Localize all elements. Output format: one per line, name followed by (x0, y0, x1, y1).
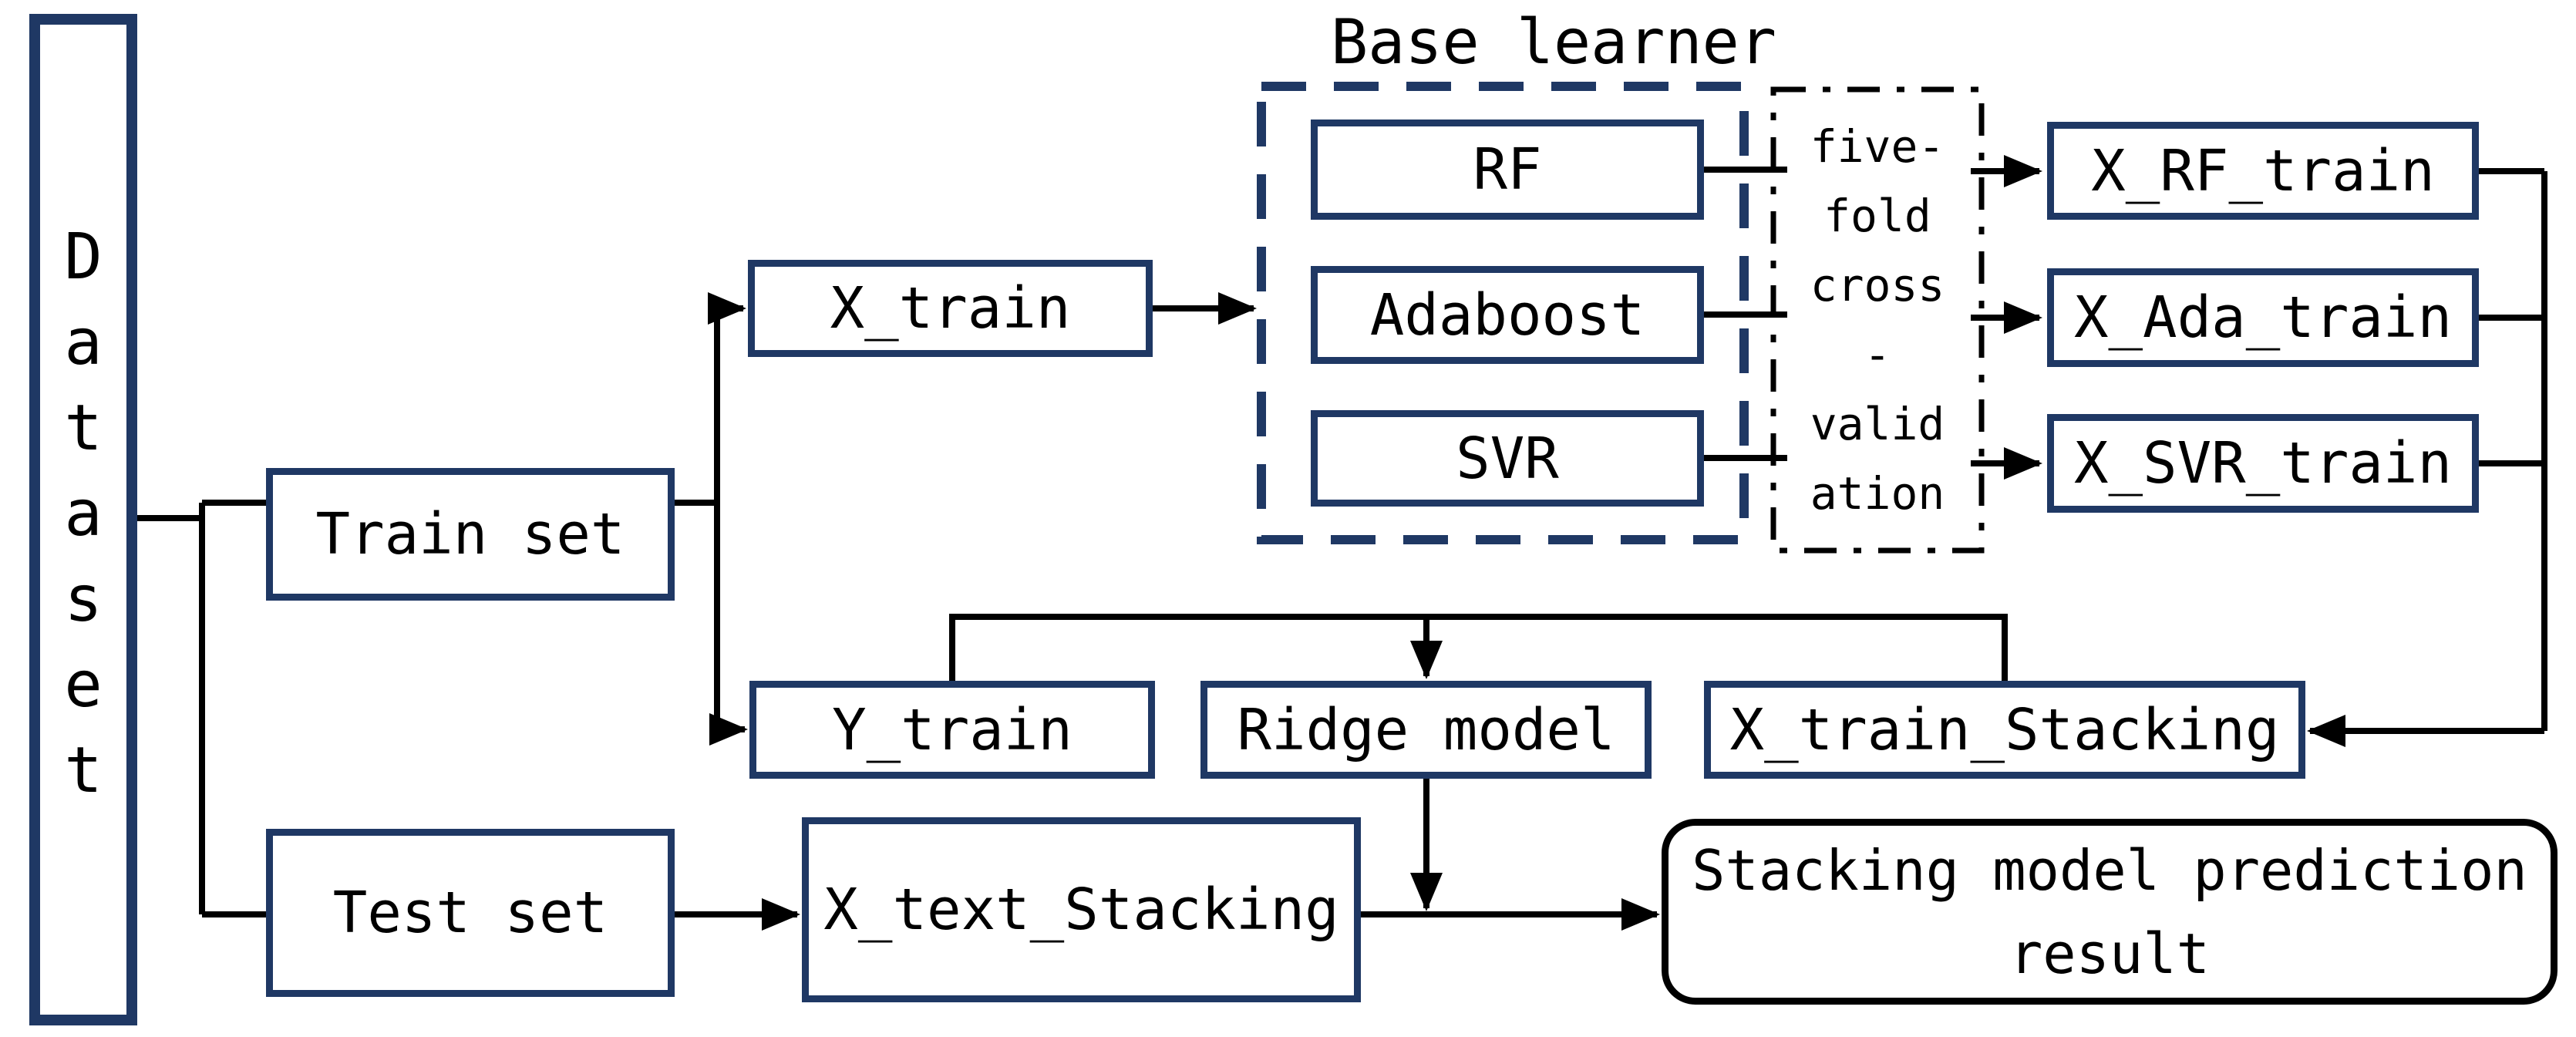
node-train-set: Train set (266, 468, 675, 601)
node-x-rf-train: X_RF_train (2047, 122, 2479, 220)
node-test-set: Test set (266, 829, 675, 997)
node-adaboost: Adaboost (1311, 266, 1704, 364)
node-x-text-stacking: X_text_Stacking (802, 817, 1361, 1002)
node-train-set-label: Train set (315, 501, 625, 567)
node-x-ada-train-label: X_Ada_train (2073, 285, 2453, 351)
node-x-rf-train-label: X_RF_train (2091, 137, 2435, 204)
node-ridge-model: Ridge model (1200, 681, 1652, 779)
node-stacking-result-label: Stacking model prediction result (1692, 837, 2527, 986)
cross-validation-dashdot-box (1770, 86, 1985, 554)
node-x-train-stacking: X_train_Stacking (1704, 681, 2305, 779)
node-x-svr-train: X_SVR_train (2047, 414, 2479, 513)
cross-validation-note: five- fold cross - valid ation (1773, 89, 1982, 550)
node-y-train: Y_train (749, 681, 1155, 779)
base-learner-group-label: Base learner (1331, 6, 1776, 78)
node-adaboost-label: Adaboost (1369, 281, 1645, 348)
edge-top-bus (949, 614, 2008, 681)
node-rf-label: RF (1473, 136, 1542, 203)
node-svr: SVR (1311, 410, 1704, 507)
node-x-train-stacking-label: X_train_Stacking (1729, 696, 2280, 763)
node-svr-label: SVR (1456, 425, 1559, 492)
node-x-train-label: X_train (830, 275, 1071, 342)
cross-validation-note-label: five- fold cross - valid ation (1810, 120, 1945, 520)
node-dataset: Dataset (29, 14, 137, 1025)
node-rf: RF (1311, 120, 1704, 220)
node-dataset-label: Dataset (46, 220, 120, 820)
node-stacking-result: Stacking model prediction result (1662, 819, 2557, 1005)
base-learner-dashed-box (1257, 82, 1749, 544)
node-ridge-model-label: Ridge model (1237, 696, 1615, 763)
node-x-text-stacking-label: X_text_Stacking (823, 877, 1339, 943)
node-y-train-label: Y_train (832, 696, 1072, 763)
node-x-svr-train-label: X_SVR_train (2073, 430, 2453, 497)
node-x-ada-train: X_Ada_train (2047, 268, 2479, 367)
node-test-set-label: Test set (332, 880, 608, 946)
node-x-train: X_train (748, 260, 1153, 357)
